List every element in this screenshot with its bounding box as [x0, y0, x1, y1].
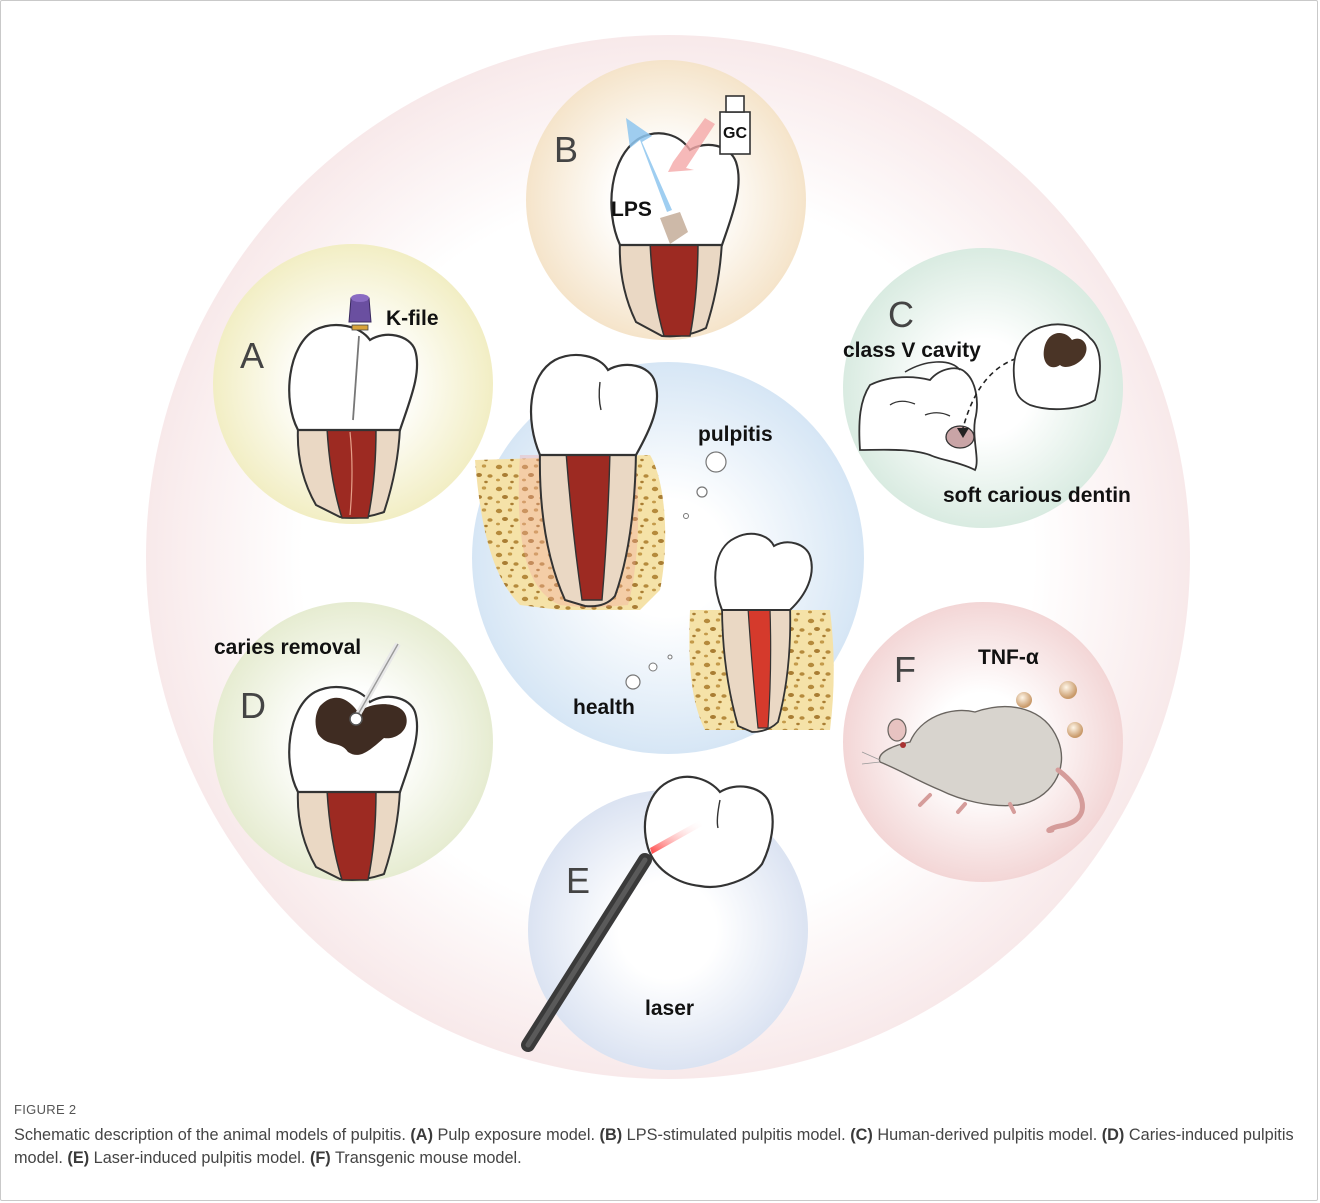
- panel-a-label: K-file: [386, 307, 439, 330]
- caption-tag-a: (A): [410, 1126, 433, 1144]
- panel-b-lps-label: LPS: [611, 198, 652, 221]
- caption-text-b: LPS-stimulated pulpitis model.: [622, 1126, 850, 1144]
- figure-label: FIGURE 2: [14, 1102, 76, 1117]
- panel-d-letter: D: [240, 685, 266, 726]
- figure-caption: Schematic description of the animal mode…: [14, 1124, 1309, 1170]
- caption-text-a: Pulp exposure model.: [433, 1126, 600, 1144]
- panel-f-letter: F: [894, 649, 916, 690]
- center-health-label: health: [573, 696, 635, 719]
- panel-b-gc-label: GC: [723, 125, 747, 142]
- panel-c-letter: C: [888, 294, 914, 335]
- panel-c-dentin-label: soft carious dentin: [943, 484, 1131, 507]
- panel-e-letter: E: [566, 860, 590, 901]
- panel-a-letter: A: [240, 335, 264, 376]
- panel-c-cavity-label: class V cavity: [843, 339, 981, 362]
- caption-text-e: Laser-induced pulpitis model.: [89, 1149, 310, 1167]
- panel-b: GC B LPS: [526, 60, 806, 340]
- caption-tag-e: (E): [67, 1149, 89, 1167]
- caption-tag-c: (C): [850, 1126, 873, 1144]
- caption-text-f: Transgenic mouse model.: [331, 1149, 522, 1167]
- caption-tag-d: (D): [1102, 1126, 1125, 1144]
- panel-a: A K-file: [213, 244, 493, 524]
- panel-d: D caries removal: [213, 602, 493, 882]
- center-pulpitis-label: pulpitis: [698, 423, 773, 446]
- panel-b-letter: B: [554, 129, 578, 170]
- panel-f: F TNF-α: [843, 602, 1123, 882]
- pulpitis-models-diagram: A K-file GC B LPS C class V cavity soft …: [0, 0, 1320, 1100]
- caption-text-c: Human-derived pulpitis model.: [873, 1126, 1102, 1144]
- panel-d-label: caries removal: [214, 636, 361, 659]
- caption-tag-b: (B): [600, 1126, 623, 1144]
- caption-tag-f: (F): [310, 1149, 331, 1167]
- caption-intro: Schematic description of the animal mode…: [14, 1126, 406, 1144]
- panel-e-label: laser: [645, 997, 694, 1020]
- panel-f-label: TNF-α: [978, 646, 1039, 669]
